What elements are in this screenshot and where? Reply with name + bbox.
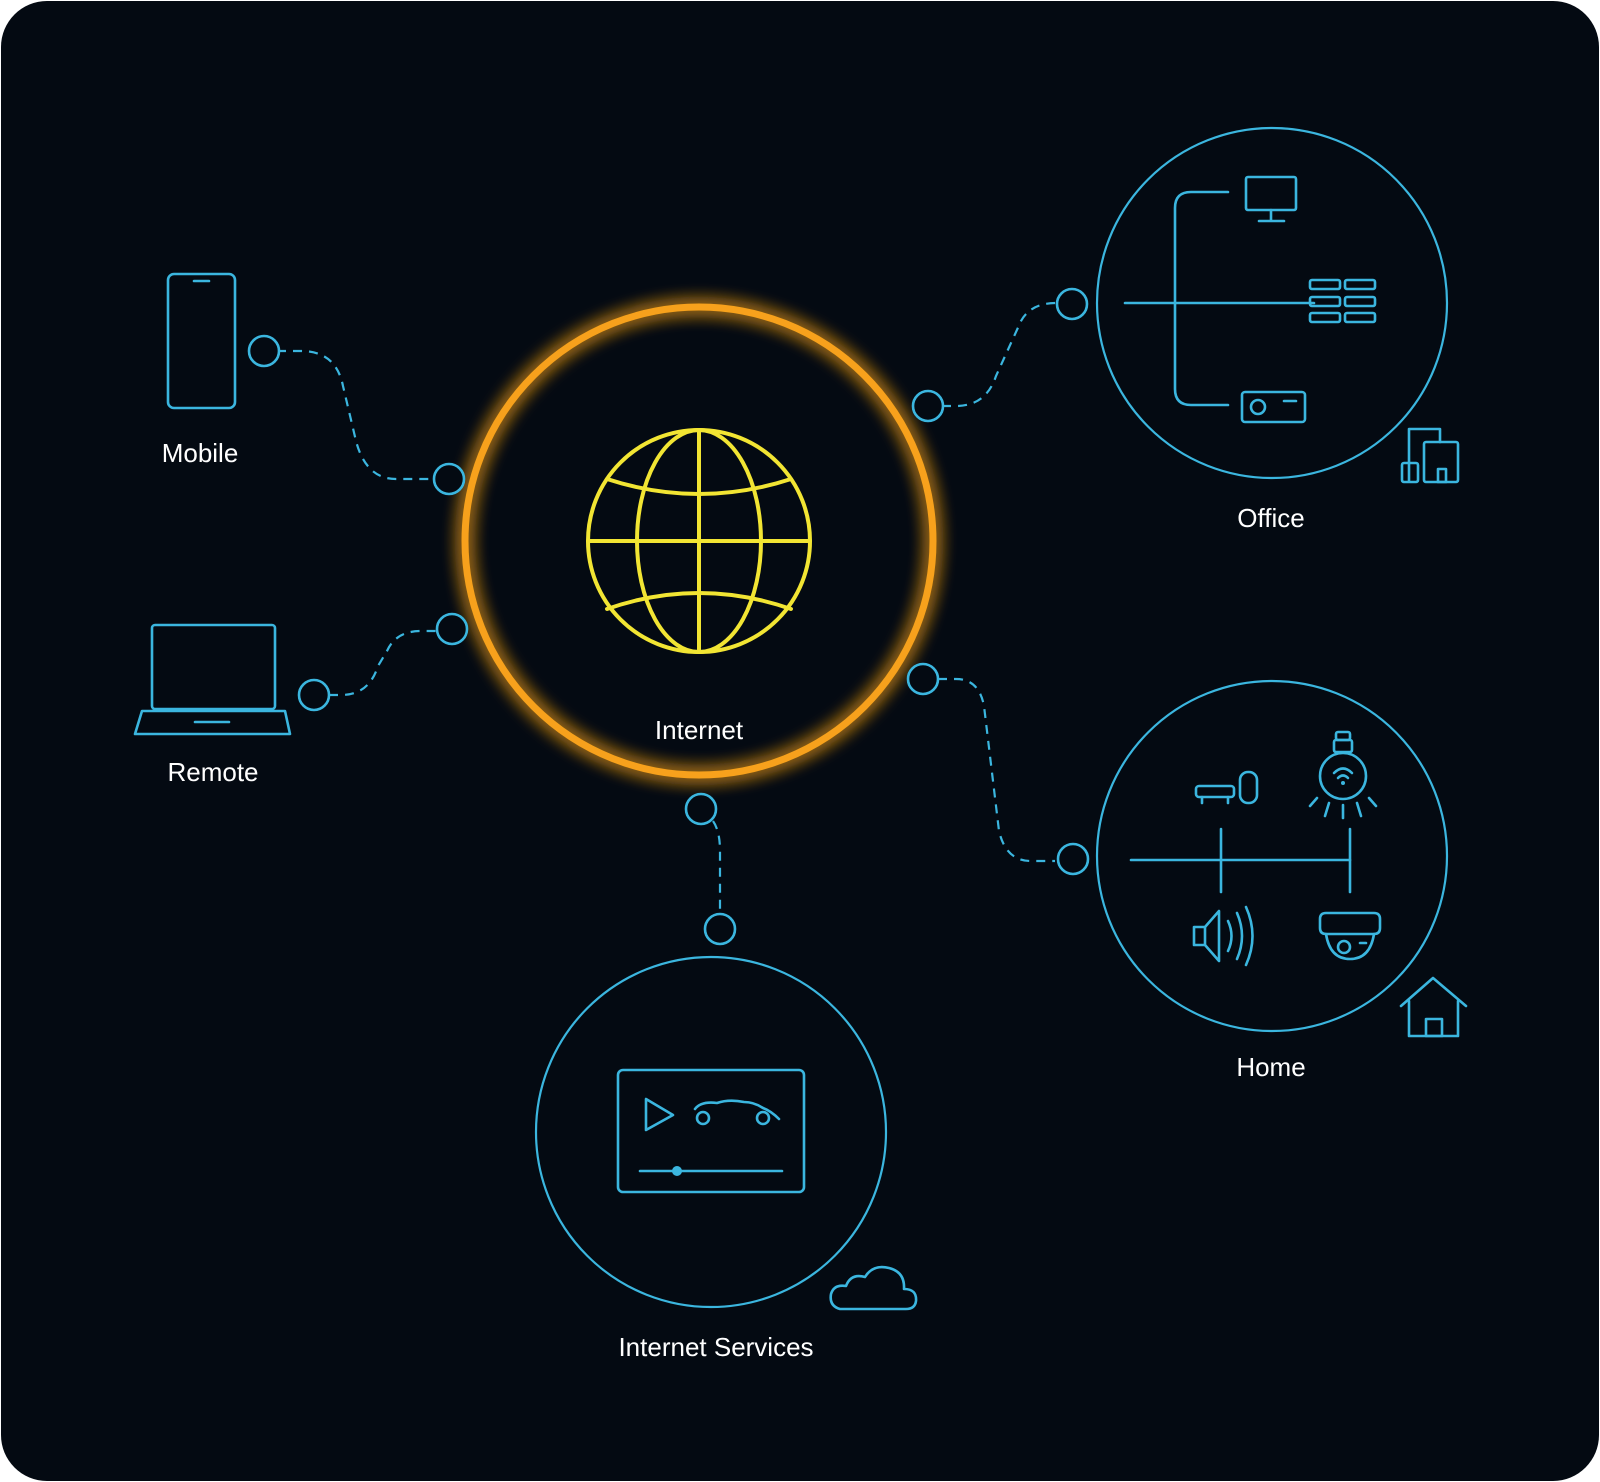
tv-soundbar-icon (1194, 770, 1259, 805)
port-hub-services (684, 792, 718, 826)
projector-icon (1240, 390, 1307, 424)
internet-services-label: Internet Services (618, 1332, 814, 1362)
buildings-icon (1400, 427, 1460, 484)
port-hub-remote (435, 612, 469, 646)
server-rack-icon (1308, 278, 1377, 324)
port-hub-mobile (432, 462, 466, 496)
office-circle (1095, 126, 1449, 480)
hub-label: Internet (654, 715, 744, 745)
mobile-label: Mobile (161, 438, 239, 468)
security-camera-icon (1318, 911, 1382, 961)
port-mobile (247, 334, 281, 368)
home-label: Home (1236, 1052, 1306, 1082)
port-services (703, 912, 737, 946)
port-remote (297, 678, 331, 712)
speaker-icon (1192, 905, 1254, 967)
remote-label: Remote (167, 757, 259, 787)
connector-office (942, 301, 1058, 408)
internet-services-circle (534, 955, 888, 1309)
globe-icon (586, 428, 812, 654)
smartphone-icon (166, 272, 237, 410)
laptop-icon (133, 623, 292, 736)
port-hub-office (911, 389, 945, 423)
house-icon (1399, 976, 1468, 1038)
port-home (1056, 842, 1090, 876)
connector-mobile (277, 349, 435, 481)
office-label: Office (1237, 503, 1305, 533)
monitor-icon (1244, 175, 1298, 223)
connector-ports (247, 287, 1090, 946)
smart-bulb-icon (1308, 730, 1378, 820)
connectors (277, 301, 1058, 914)
home-circle (1095, 679, 1449, 1033)
hub-ring (461, 303, 937, 779)
office-network-icon (1123, 190, 1316, 407)
home-network-icon (1129, 827, 1352, 894)
connector-home (938, 677, 1055, 863)
internet-hub (461, 303, 937, 779)
cloud-icon (829, 1265, 918, 1311)
connector-remote (329, 629, 437, 697)
connector-internet-services (712, 820, 722, 914)
port-office (1055, 287, 1089, 321)
video-player-icon (616, 1068, 806, 1194)
port-hub-home (906, 662, 940, 696)
